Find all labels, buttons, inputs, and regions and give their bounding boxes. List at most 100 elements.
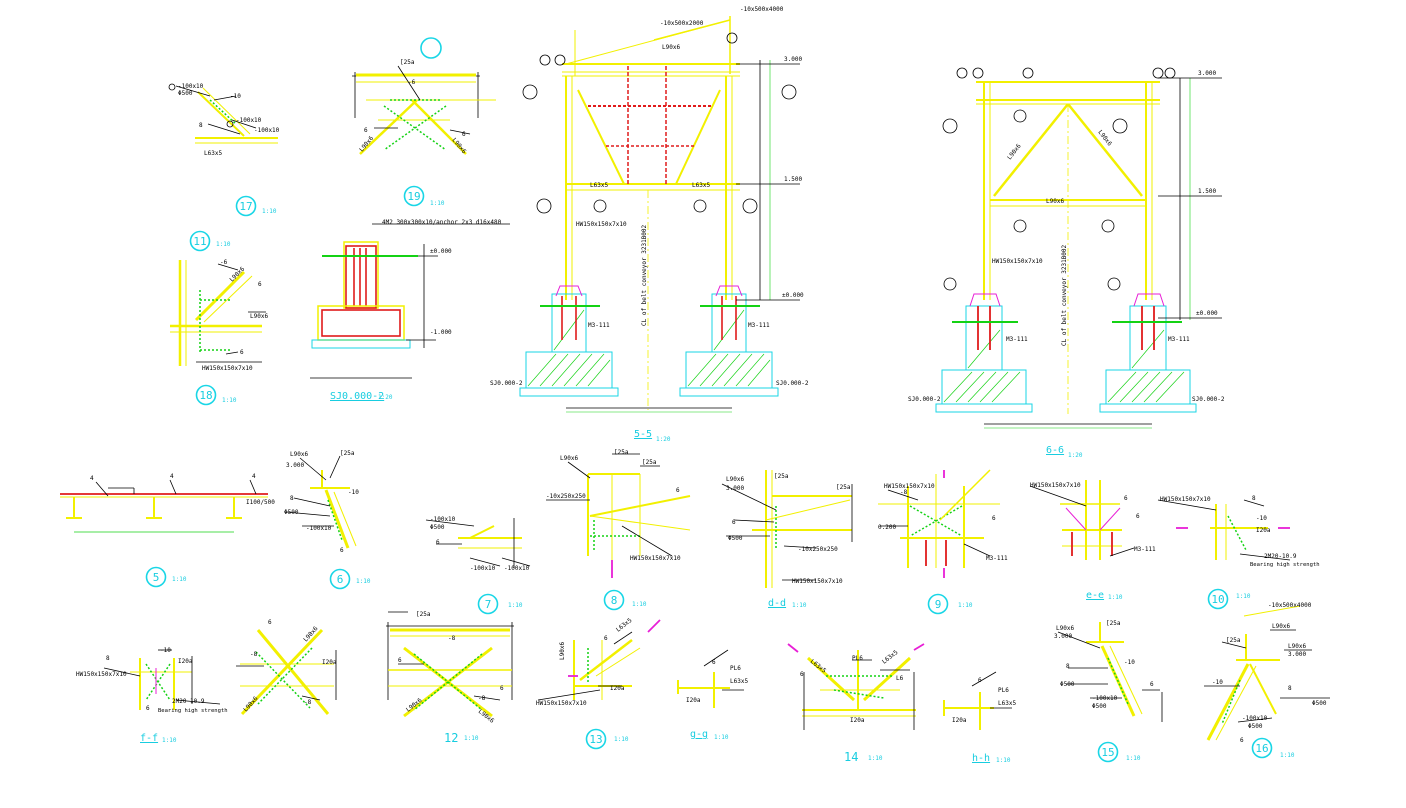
d18-callout-bubble <box>195 384 217 406</box>
d19-top-circle <box>420 37 442 59</box>
d15-note-plate: -100x10 <box>1092 695 1118 702</box>
d8-note-g25a: [25a <box>614 449 629 456</box>
d13-callout-scale: 1:10 <box>614 736 629 743</box>
detail-column-base: HW150x150x7x10 M3-111 6 6 e-e 1:10 <box>1029 480 1156 601</box>
s66-base-l: SJ0.000-2 <box>908 396 941 403</box>
d13-note-b6: 6 <box>604 635 608 642</box>
s66-hatch <box>943 329 1185 403</box>
d17-note-phi: Φ500 <box>178 90 193 97</box>
dd-note-hw: HW150x150x7x10 <box>792 578 843 585</box>
d17-note-b8: 8 <box>199 122 203 129</box>
d12-note-m8b: -8 <box>478 695 486 702</box>
d11-note-hw: HW150x150x7x10 <box>202 365 253 372</box>
detail-xbrace-node: 6 -8 -8 I20a L90x6 L90x6 <box>236 619 337 716</box>
d8-note-hw: HW150x150x7x10 <box>630 555 681 562</box>
s66-column: HW150x150x7x10 <box>992 258 1043 265</box>
dd-note-elev: 3.000 <box>726 485 744 492</box>
d18-callout-scale: 1:10 <box>222 397 237 404</box>
d14-callout-num: 14 <box>844 750 858 764</box>
section-d-d: L90x6 3.000 [25a [25a 6 Φ500 -10x250x250… <box>721 470 853 609</box>
s66-title-scale: 1:20 <box>1068 452 1083 459</box>
d12-note-m8a: -8 <box>448 635 456 642</box>
d9-callout-bubble <box>927 593 949 615</box>
d10-note-hw: HW150x150x7x10 <box>1160 496 1211 503</box>
detail-16: -10x500x4000 L90x6 [25a L90x6 3.000 -10 … <box>1204 602 1330 759</box>
d10-note-g20: I20a <box>1256 527 1271 534</box>
d15-note-m10: -10 <box>1124 659 1135 666</box>
d10-note-b8: 8 <box>1252 495 1256 502</box>
s66-elev-300: 3.000 <box>1198 70 1216 77</box>
d11-note-l90b: L90x6 <box>250 313 268 320</box>
d6-note-l90: L90x6 <box>290 451 308 458</box>
s66-angle-mid: L90x6 <box>1046 198 1064 205</box>
d17-note-plate: -100x10 <box>178 83 204 90</box>
d7-note-b6: 6 <box>436 539 440 546</box>
gg-note-b6: 6 <box>712 659 716 666</box>
d7-callout-num: 7 <box>485 598 492 611</box>
d17-callout-bubble <box>235 195 257 217</box>
s55-base-r: SJ0.000-2 <box>776 380 809 387</box>
ff-title-scale: 1:10 <box>162 737 177 744</box>
s66-anchor-l: M3-111 <box>1006 336 1028 343</box>
d12-note-b6b: 6 <box>500 685 504 692</box>
d5-note-b4c: 4 <box>252 473 256 480</box>
dd-note-b6: 6 <box>732 519 736 526</box>
d8-callout-num: 8 <box>611 594 618 607</box>
detail-19: [25a -6 6 6 L90x6 L90x6 19 1:10 <box>352 37 496 207</box>
d12-note-g25: [25a <box>416 611 431 618</box>
d16-callout-scale: 1:10 <box>1280 752 1295 759</box>
d12-callout-num: 12 <box>444 731 458 745</box>
d16-callout-bubble <box>1251 737 1273 759</box>
d13-note-l90: L90x6 <box>559 642 566 660</box>
d8-callout-scale: 1:10 <box>632 601 647 608</box>
s55-angle-mid-r: L63x5 <box>692 182 710 189</box>
d13-note-hw: HW150x150x7x10 <box>536 700 587 707</box>
d10-note-m10: -10 <box>1256 515 1267 522</box>
d16-note-m10: -10 <box>1212 679 1223 686</box>
dd-title-scale: 1:10 <box>792 602 807 609</box>
d6-callout-scale: 1:10 <box>356 578 371 585</box>
xb-note-m8b: -8 <box>304 699 312 706</box>
foundation-title: SJ0.000-2 <box>330 391 384 402</box>
dd-note-g25a: [25a <box>774 473 789 480</box>
hh-note-l63: L63x5 <box>998 700 1016 707</box>
section-g-g: PL6 L63x5 I20a 6 g-g 1:10 <box>677 649 748 741</box>
dd-note-phi: Φ500 <box>728 535 743 542</box>
ff-note-g20: I20a <box>178 658 193 665</box>
d14-note-pl6: PL6 <box>852 655 863 662</box>
d15-callout-num: 15 <box>1101 746 1114 759</box>
section-5-5: CL of belt conveyor 3231B002 3.000 1.500… <box>490 6 809 443</box>
s55-top-plate-r: -10x500x4000 <box>740 6 784 13</box>
s66-elev-000: ±0.000 <box>1196 310 1218 317</box>
ff-title: f-f <box>140 733 158 744</box>
d16-note-g25: [25a <box>1226 637 1241 644</box>
s55-anchor-r: M3-111 <box>748 322 770 329</box>
section-6-6: CL of belt conveyor 3231B002 3.000 1.500… <box>908 67 1225 459</box>
cb-note-b6: 6 <box>1124 495 1128 502</box>
s66-angle-left: L90x6 <box>1006 142 1023 161</box>
s55-column: HW150x150x7x10 <box>576 221 627 228</box>
d6-note-elev: 3.000 <box>286 462 304 469</box>
dd-note-l90: L90x6 <box>726 476 744 483</box>
d9-note-m8: -8 <box>900 489 908 496</box>
d5-callout-num: 5 <box>153 571 160 584</box>
d19-note-b6b: 6 <box>462 131 466 138</box>
xb-note-g20: I20a <box>322 659 337 666</box>
d7-note-plate2: -100x10 <box>470 565 496 572</box>
d11-note-b6b: 6 <box>240 349 244 356</box>
detail-15: L90x6 3.000 [25a -10 8 Φ500 -100x10 Φ500… <box>1054 620 1163 763</box>
d9-callout-scale: 1:10 <box>958 602 973 609</box>
d19-callout-num: 19 <box>407 190 420 203</box>
s55-angle-mid-l: L63x5 <box>590 182 608 189</box>
foundation-elev-top: ±0.000 <box>430 248 452 255</box>
xb-note-b6a: 6 <box>268 619 272 626</box>
d10-callout-num: 10 <box>1211 593 1224 606</box>
d16-note-plate2: -100x10 <box>1242 715 1268 722</box>
d16-callout-num: 16 <box>1255 742 1268 755</box>
d11-callout-scale: 1:10 <box>216 241 231 248</box>
d16-note-phi: Φ500 <box>1312 700 1327 707</box>
d14-note-b6: 6 <box>800 671 804 678</box>
foundation-title-scale: 1:20 <box>378 394 393 401</box>
d10-note-bolt: 2M20-10.9 <box>1264 553 1297 560</box>
d19-note-b6a: 6 <box>364 127 368 134</box>
